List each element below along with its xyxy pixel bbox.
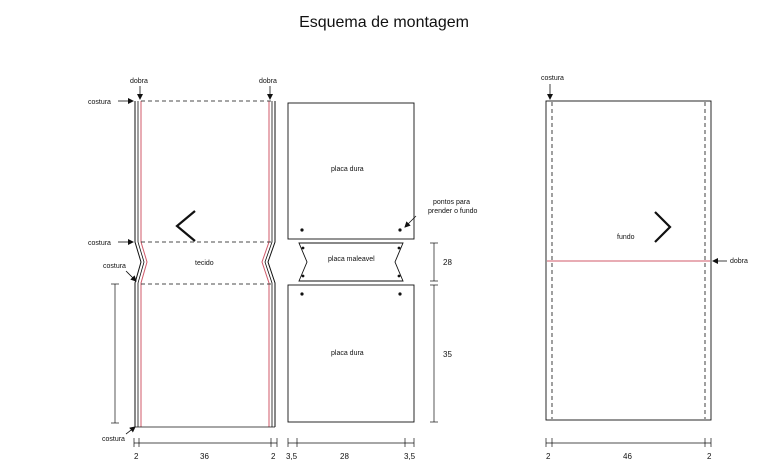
dim-fabric-margin-right: 2 (271, 452, 276, 461)
horizontal-dimensions: 2 36 2 3,5 28 3,5 2 46 2 (133, 438, 712, 461)
pontos-para-label: pontos para (433, 199, 470, 206)
dim-board-width: 28 (340, 452, 349, 461)
flex-board (298, 242, 404, 282)
hard-board-bottom (287, 284, 415, 423)
prender-o-fundo-label: prender o fundo (428, 208, 478, 215)
costura-label-top: costura (88, 99, 111, 106)
dim-base-margin-right: 2 (707, 452, 712, 461)
tecido-label: tecido (195, 260, 214, 267)
dobra-label-right: dobra (259, 78, 277, 85)
dim-fabric-margin-left: 2 (134, 452, 139, 461)
placa-dura-label-bottom: placa dura (331, 350, 364, 357)
hard-board-top (287, 102, 415, 240)
dim-board-margin-right: 3,5 (404, 452, 416, 461)
vertical-dimensions: 28 35 (430, 242, 452, 423)
dim-base-width: 46 (623, 452, 632, 461)
dim-fabric-width: 36 (200, 452, 209, 461)
dobra-label-left: dobra (130, 78, 148, 85)
base-panel (545, 100, 712, 421)
costura-label-base: costura (541, 75, 564, 82)
fundo-label: fundo (617, 234, 635, 241)
costura-label-bottom: costura (102, 436, 125, 443)
fabric-panel (111, 100, 276, 428)
dim-flex-height: 28 (443, 258, 452, 267)
dim-board-margin-left: 3,5 (286, 452, 298, 461)
costura-label-lower: costura (103, 263, 126, 270)
chevron-left-icon (175, 210, 196, 242)
boards-panel (287, 102, 415, 423)
costura-label-mid: costura (88, 240, 111, 247)
chevron-right-icon (654, 211, 672, 243)
placa-dura-label-top: placa dura (331, 166, 364, 173)
placa-maleavel-label: placa maleavel (328, 256, 375, 263)
dobra-label-base: dobra (730, 258, 748, 265)
diagram-title: Esquema de montagem (299, 14, 469, 31)
dim-base-margin-left: 2 (546, 452, 551, 461)
dim-hard-height: 35 (443, 350, 452, 359)
